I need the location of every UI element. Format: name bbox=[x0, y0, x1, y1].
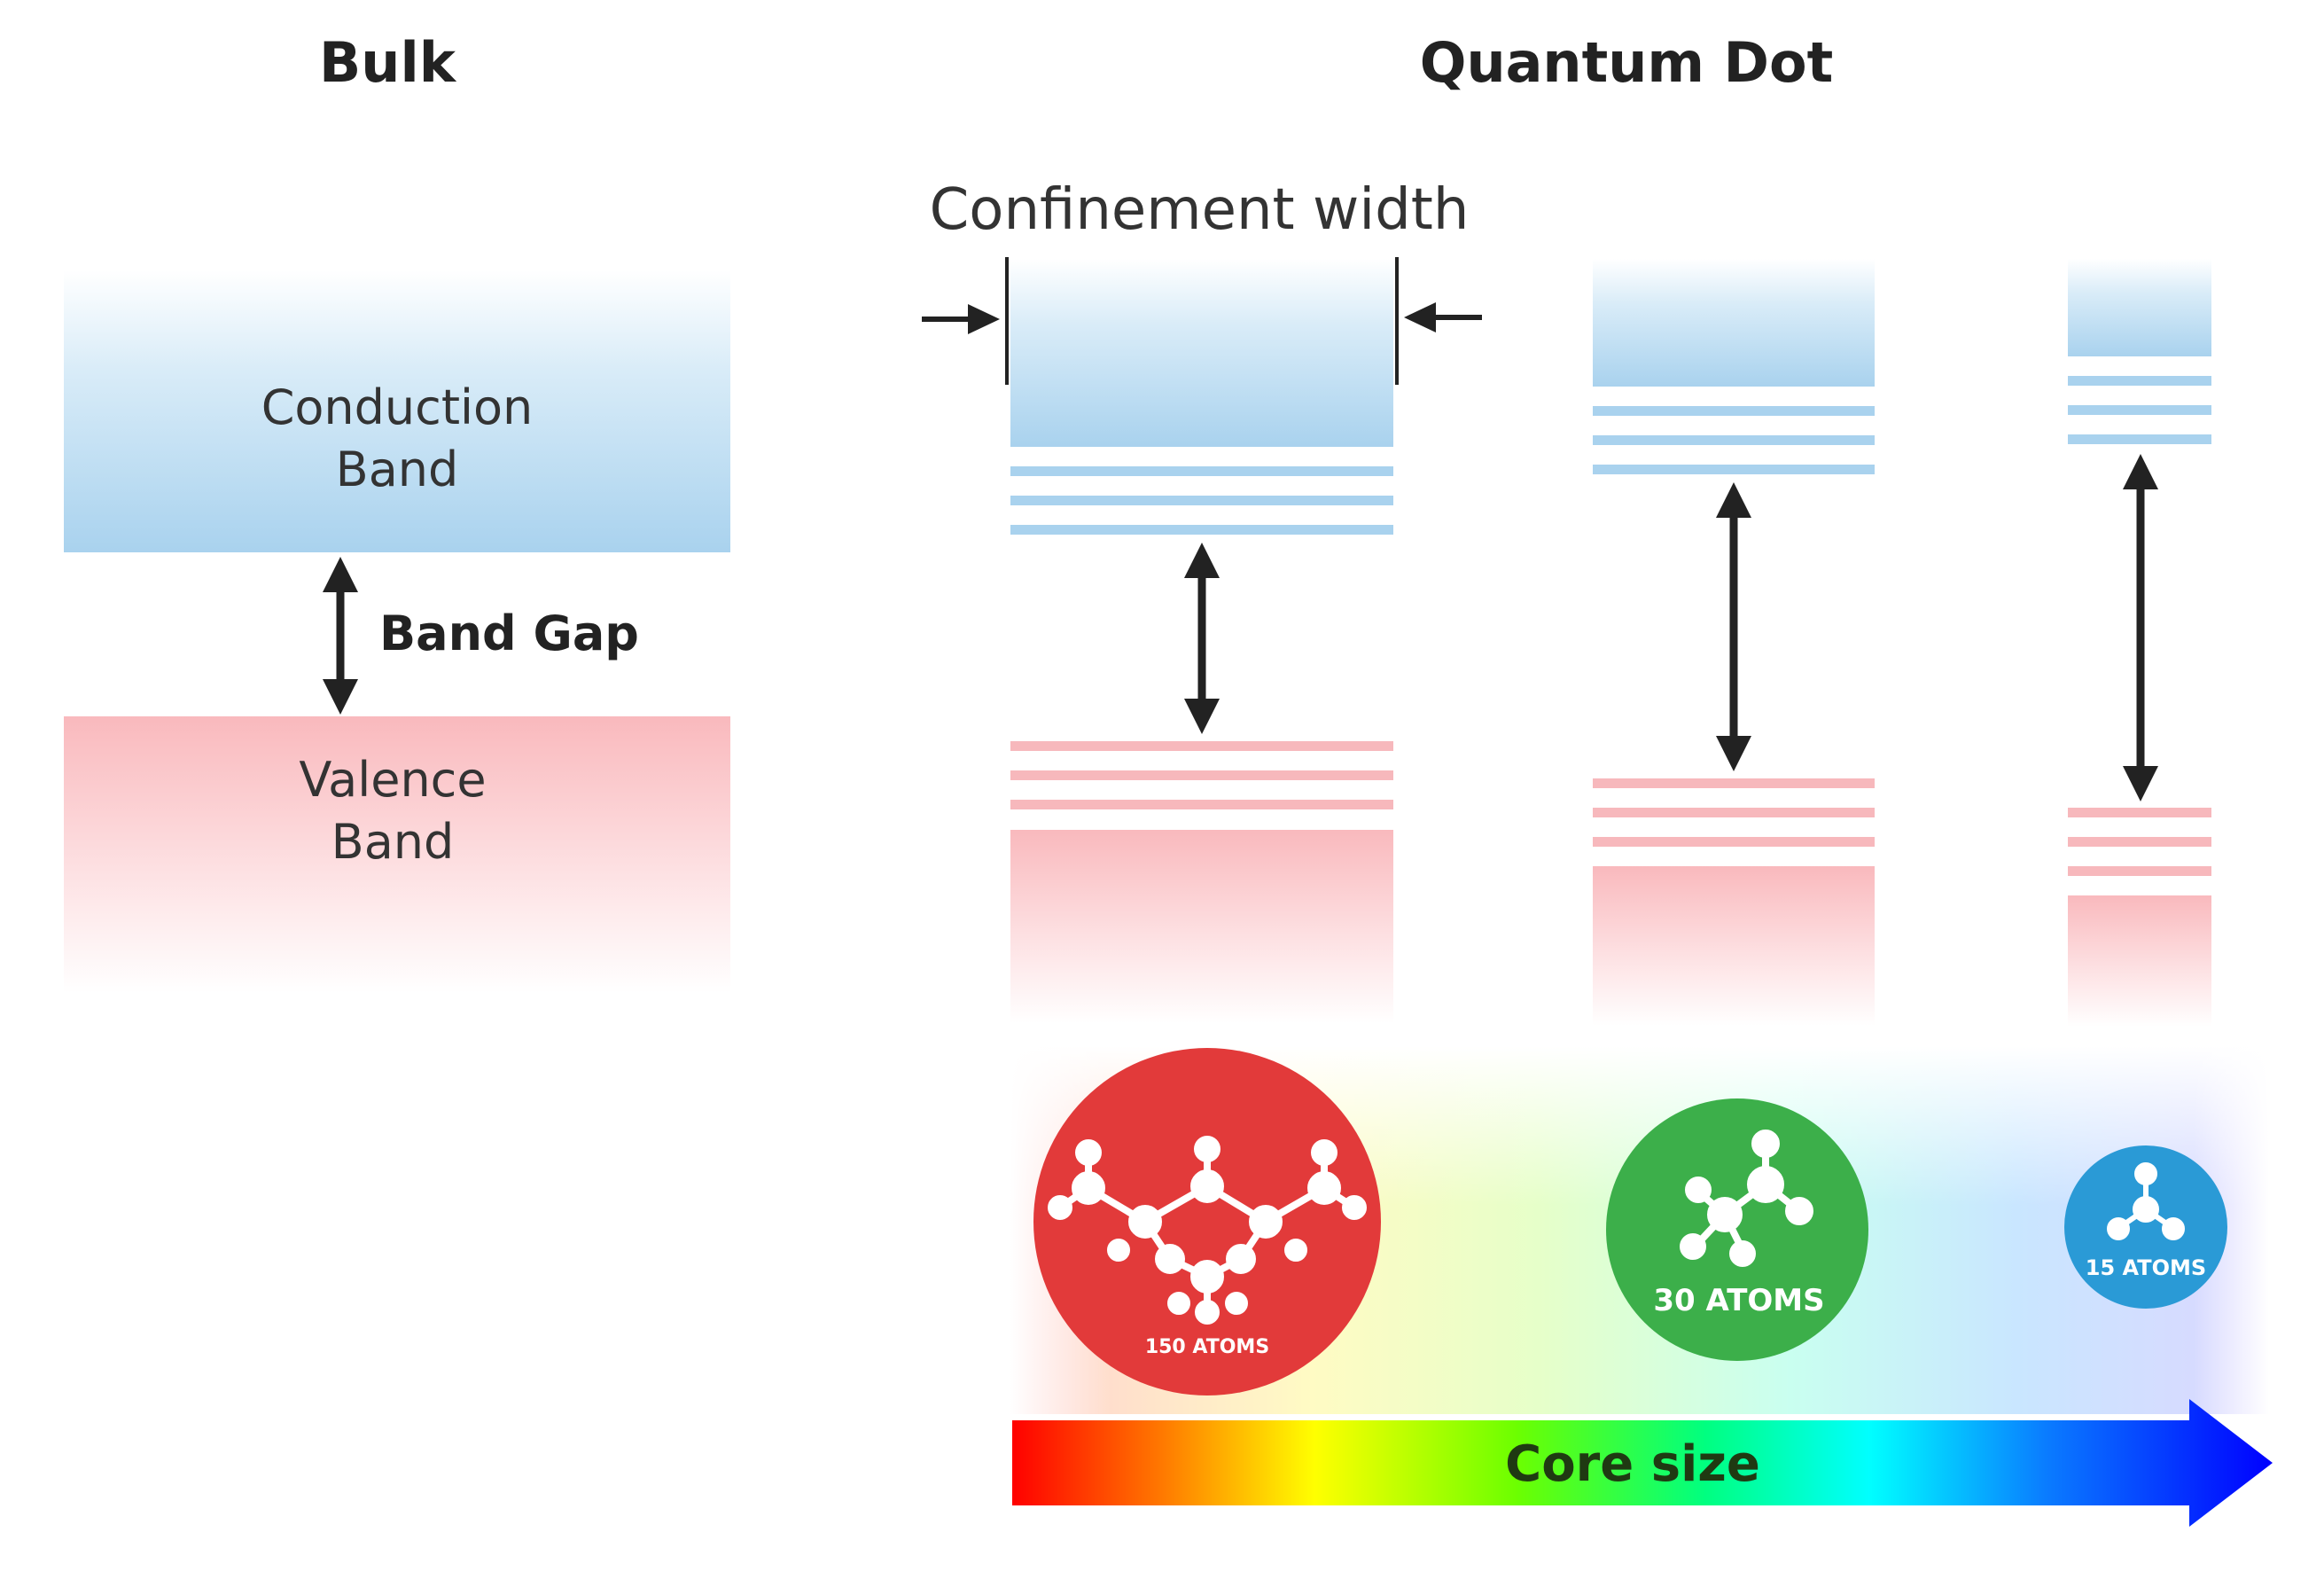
dot-15-valence-level bbox=[2068, 866, 2211, 876]
dot-30-band-gap-arrow bbox=[1716, 482, 1751, 771]
dot-150-conduction-level bbox=[1010, 496, 1393, 505]
dot-150-valence-band bbox=[1010, 830, 1393, 1023]
dot-150-valence-level bbox=[1010, 741, 1393, 751]
dot-150-circle bbox=[1033, 1048, 1381, 1395]
bulk-heading: Bulk bbox=[319, 30, 457, 95]
dot-30-bands bbox=[1593, 259, 1875, 1026]
molecule-15-icon bbox=[2107, 1162, 2185, 1240]
dot-150-valence-level bbox=[1010, 770, 1393, 780]
dot-30-valence-band bbox=[1593, 866, 1875, 1026]
dot-30-conduction-band bbox=[1593, 259, 1875, 387]
dot-15-atoms: 15 ATOMS bbox=[2064, 1145, 2227, 1309]
dot-30-valence-level bbox=[1593, 837, 1875, 847]
dot-30-valence-level bbox=[1593, 808, 1875, 817]
dot-150-band-gap-arrow bbox=[1184, 543, 1220, 734]
molecule-150-icon bbox=[1048, 1136, 1367, 1325]
quantum-dot-heading: Quantum Dot bbox=[1420, 30, 1833, 95]
dot-150-conduction-level bbox=[1010, 466, 1393, 476]
dot-15-valence-band bbox=[2068, 895, 2211, 1027]
band-gap-label: Band Gap bbox=[379, 606, 639, 661]
dot-150-conduction-band bbox=[1010, 259, 1393, 447]
valence-band-label-line2: Band bbox=[331, 814, 455, 870]
core-size-arrow bbox=[1012, 1399, 2273, 1527]
dot-30-conduction-level bbox=[1593, 435, 1875, 445]
bulk-valence-band bbox=[64, 716, 730, 993]
dot-15-conduction-level bbox=[2068, 405, 2211, 415]
confinement-right-arrow-icon bbox=[1404, 302, 1436, 332]
dot-30-atoms-label: 30 ATOMS bbox=[1653, 1283, 1824, 1318]
dot-15-circle bbox=[2064, 1145, 2227, 1309]
dot-15-band-gap-arrow bbox=[2123, 454, 2158, 801]
confinement-width-label: Confinement width bbox=[930, 177, 1470, 243]
dot-30-atoms: 30 ATOMS bbox=[1606, 1098, 1868, 1361]
conduction-band-label-line1: Conduction bbox=[261, 379, 534, 435]
dot-30-circle bbox=[1606, 1098, 1868, 1361]
dot-15-conduction-level bbox=[2068, 376, 2211, 386]
valence-band-label-line1: Valence bbox=[299, 752, 486, 808]
confinement-left-arrow-icon bbox=[968, 304, 1000, 334]
dot-150-valence-level bbox=[1010, 800, 1393, 809]
dot-15-conduction-level bbox=[2068, 434, 2211, 444]
molecule-30-icon bbox=[1680, 1130, 1813, 1267]
dot-150-conduction-level bbox=[1010, 525, 1393, 535]
dot-15-atoms-label: 15 ATOMS bbox=[2086, 1255, 2206, 1280]
confinement-width-markers bbox=[922, 257, 1482, 385]
dot-30-conduction-level bbox=[1593, 465, 1875, 474]
dot-30-conduction-level bbox=[1593, 406, 1875, 416]
bulk-conduction-band bbox=[64, 270, 730, 552]
dot-150-bands bbox=[1010, 259, 1393, 1023]
bulk-band-gap-arrow bbox=[323, 557, 358, 715]
dot-150-atoms-label: 150 ATOMS bbox=[1145, 1336, 1269, 1358]
dot-15-valence-level bbox=[2068, 808, 2211, 817]
dot-150-atoms: 150 ATOMS bbox=[1033, 1048, 1381, 1395]
dot-15-conduction-band bbox=[2068, 259, 2211, 356]
dot-15-valence-level bbox=[2068, 837, 2211, 847]
conduction-band-label-line2: Band bbox=[336, 442, 459, 497]
core-size-label: Core size bbox=[1505, 1435, 1760, 1493]
dot-15-bands bbox=[2068, 259, 2211, 1027]
dot-30-valence-level bbox=[1593, 778, 1875, 788]
